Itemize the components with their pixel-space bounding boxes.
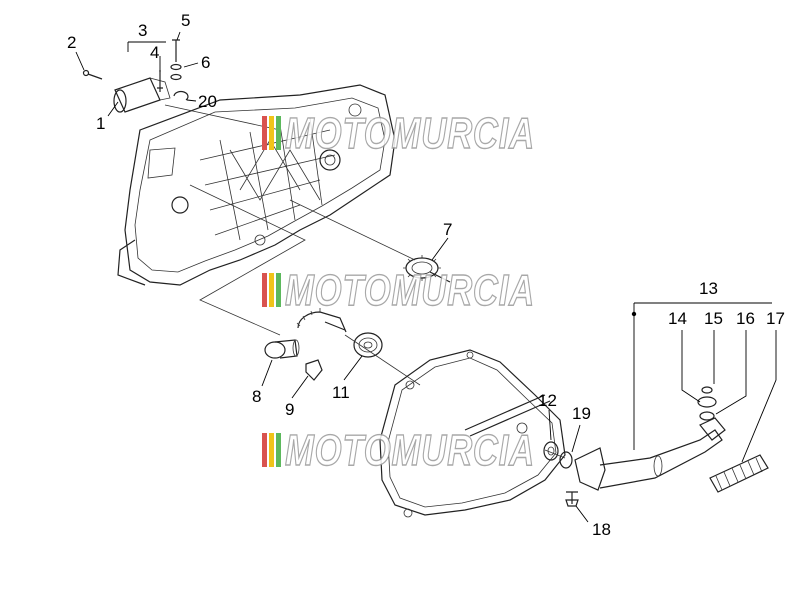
assembly-lines (164, 104, 566, 459)
callout-4: 4 (150, 43, 159, 62)
gear-7-drawing (403, 255, 451, 283)
callout-3: 3 (138, 21, 147, 40)
callout-14: 14 (668, 309, 687, 328)
watermark-3: MOTOMURCIA (262, 425, 535, 476)
watermark-2: MOTOMURCIA (262, 265, 535, 316)
watermark-stripe-red (262, 433, 267, 467)
watermark-stripe-green (276, 116, 281, 150)
watermark-stripe-yellow (269, 273, 274, 307)
callout-9: 9 (285, 400, 294, 419)
watermark-stripe-green (276, 273, 281, 307)
watermark-stripe-yellow (269, 116, 274, 150)
crankcase-drawing (117, 84, 396, 286)
starter-motor-drawing (82, 39, 189, 113)
watermark-stripe-yellow (269, 433, 274, 467)
callout-5: 5 (181, 11, 190, 30)
callout-11: 11 (332, 383, 350, 402)
callout-19: 19 (572, 404, 591, 423)
callout-18: 18 (592, 520, 611, 539)
callout-20: 20 (198, 92, 217, 111)
callout-13: 13 (699, 279, 718, 298)
watermark-text: MOTOMURCIA (285, 109, 535, 158)
watermark-stripe-red (262, 273, 267, 307)
callout-8: 8 (252, 387, 261, 406)
bracket-dot (631, 311, 637, 317)
watermark-text: MOTOMURCIA (285, 266, 535, 315)
callout-2: 2 (67, 33, 76, 52)
callout-16: 16 (736, 309, 755, 328)
callout-12: 12 (538, 391, 557, 410)
watermark-stripe-red (262, 116, 267, 150)
callout-17: 17 (766, 309, 785, 328)
callout-7: 7 (443, 220, 452, 239)
watermark-text: MOTOMURCIA (285, 426, 535, 475)
watermark-1: MOTOMURCIA (262, 108, 535, 159)
leader-lines (75, 31, 777, 523)
kickstart-internals-drawing (264, 308, 383, 381)
kick-lever-drawing (543, 386, 769, 507)
watermark-stripe-green (276, 433, 281, 467)
callout-6: 6 (201, 53, 210, 72)
callout-15: 15 (704, 309, 723, 328)
callout-1: 1 (96, 114, 105, 133)
part-callouts: 1 2 3 4 5 6 20 7 8 9 11 12 19 18 13 14 1… (67, 11, 785, 539)
transmission-cover-drawing (379, 349, 566, 518)
